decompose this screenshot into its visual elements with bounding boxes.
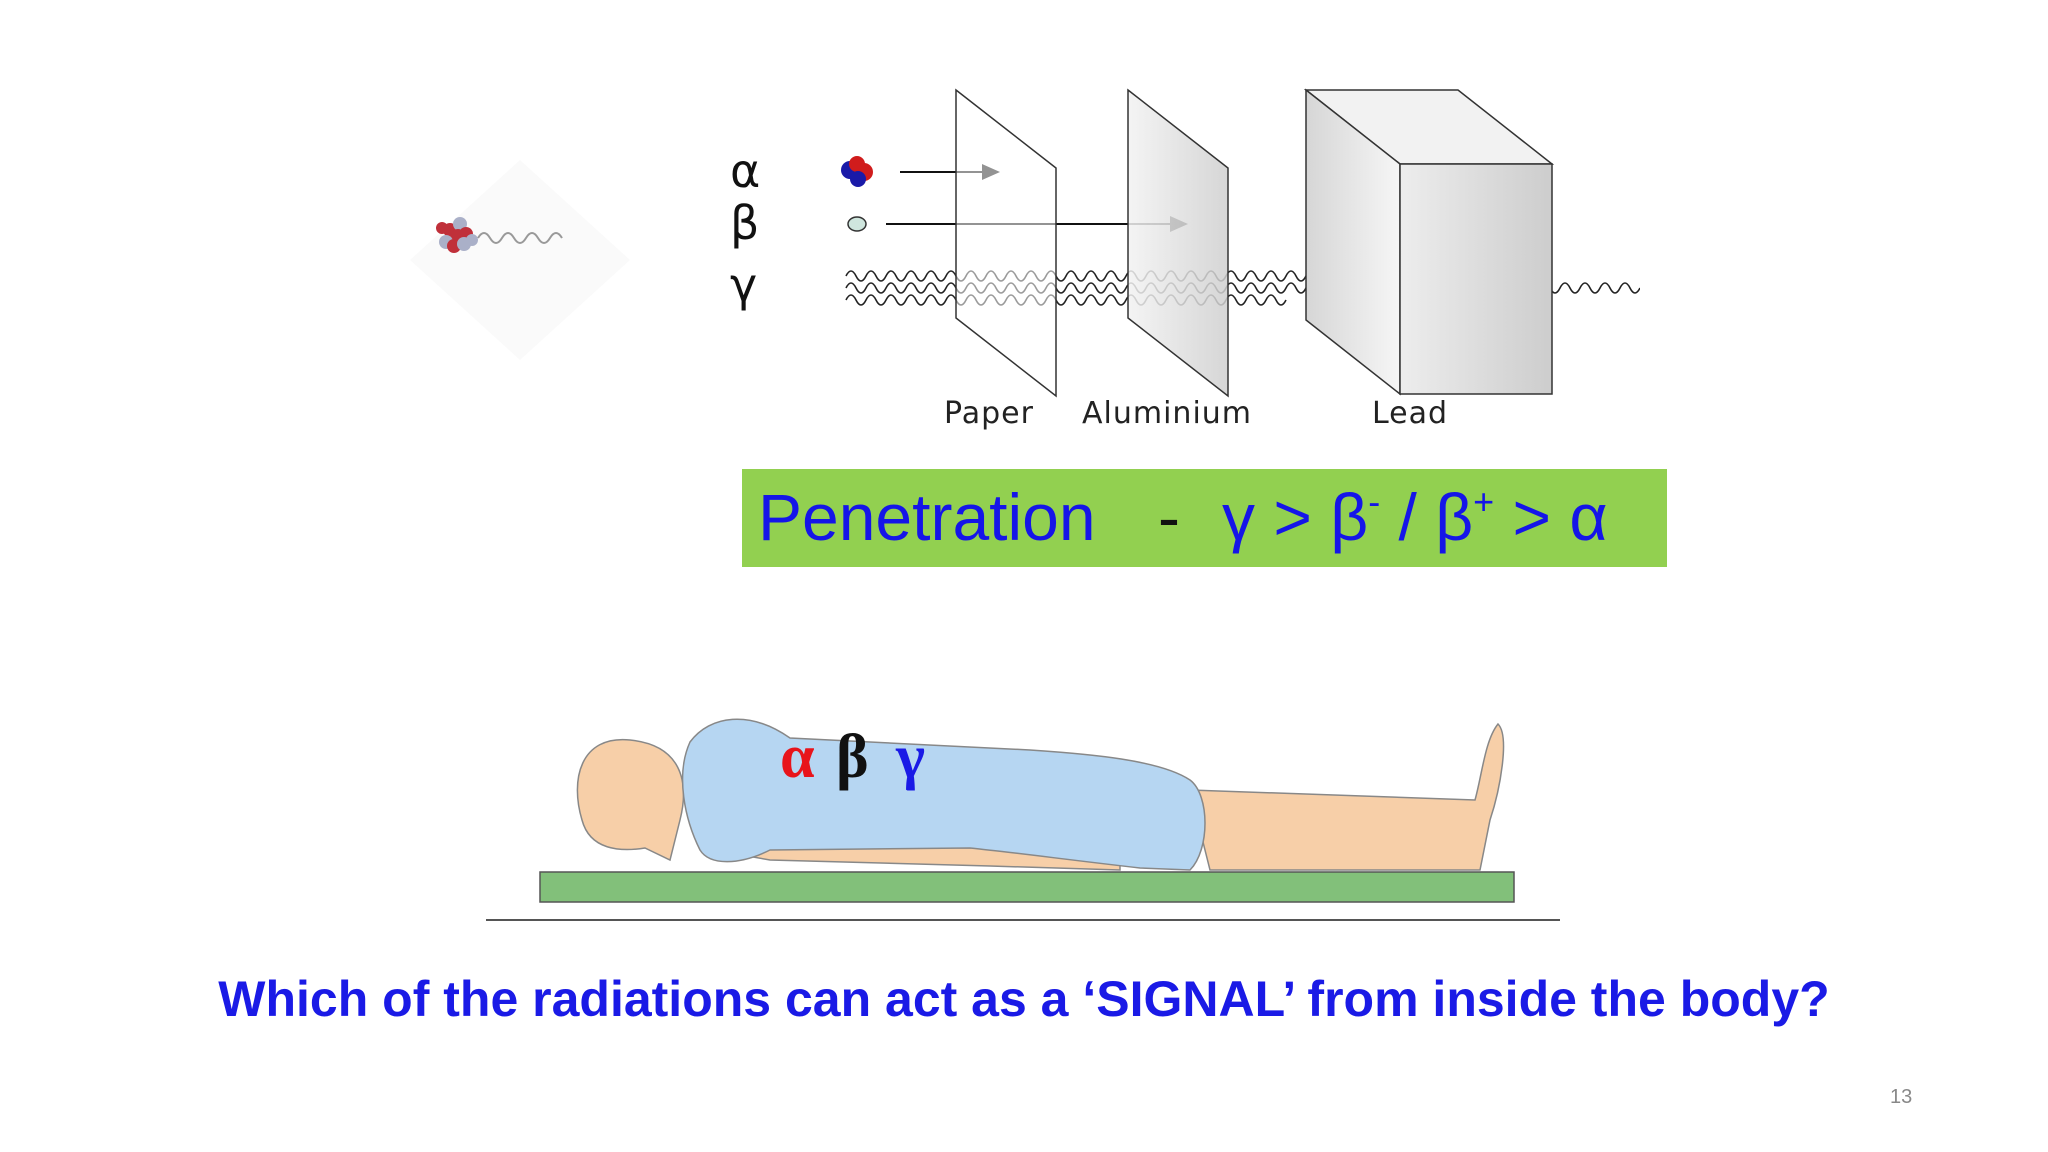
lead-label: Lead bbox=[1372, 396, 1449, 431]
beta-plus-term: β bbox=[1435, 480, 1474, 554]
legs bbox=[1189, 722, 1505, 871]
penetration-dash: - bbox=[1158, 480, 1180, 554]
penetration-order: γ > β- / β+ > α bbox=[1222, 480, 1608, 556]
shielding-diagram bbox=[841, 88, 1640, 398]
body-beta-symbol: β bbox=[836, 723, 869, 791]
alpha-particle bbox=[841, 156, 873, 187]
slash: / bbox=[1380, 480, 1436, 554]
penetration-label: Penetration bbox=[758, 480, 1096, 554]
plus-superscript: + bbox=[1473, 481, 1495, 522]
nucleus-illustration bbox=[410, 160, 630, 360]
aluminium-sheet bbox=[1127, 88, 1229, 398]
beta-minus-term: β bbox=[1330, 480, 1369, 554]
paper-sheet bbox=[955, 88, 1057, 398]
alpha-symbol: α bbox=[730, 144, 761, 198]
beta-particle bbox=[847, 216, 867, 232]
aluminium-label: Aluminium bbox=[1082, 396, 1253, 431]
gt-sign: > bbox=[1494, 480, 1570, 554]
nucleus bbox=[436, 217, 478, 253]
paper-label: Paper bbox=[944, 396, 1034, 431]
alpha-term: α bbox=[1569, 480, 1608, 554]
body-alpha-symbol: α bbox=[780, 723, 815, 791]
penetration-banner: Penetration - γ > β- / β+ > α bbox=[742, 469, 1667, 567]
question-text: Which of the radiations can act as a ‘SI… bbox=[218, 971, 1830, 1027]
gt-sign: > bbox=[1255, 480, 1331, 554]
gamma-term: γ bbox=[1222, 480, 1255, 554]
gamma-symbol: γ bbox=[730, 258, 758, 312]
minus-superscript: - bbox=[1368, 481, 1381, 522]
patient-illustration bbox=[486, 718, 1560, 921]
head bbox=[576, 739, 685, 862]
beta-symbol: β bbox=[730, 196, 760, 250]
table bbox=[539, 871, 1515, 903]
slide-number: 13 bbox=[1890, 1086, 1913, 1108]
lead-block bbox=[1303, 88, 1555, 396]
faded-background bbox=[410, 160, 630, 360]
gown bbox=[681, 718, 1206, 871]
emitted-wave bbox=[477, 232, 563, 244]
body-gamma-symbol: γ bbox=[896, 723, 926, 791]
